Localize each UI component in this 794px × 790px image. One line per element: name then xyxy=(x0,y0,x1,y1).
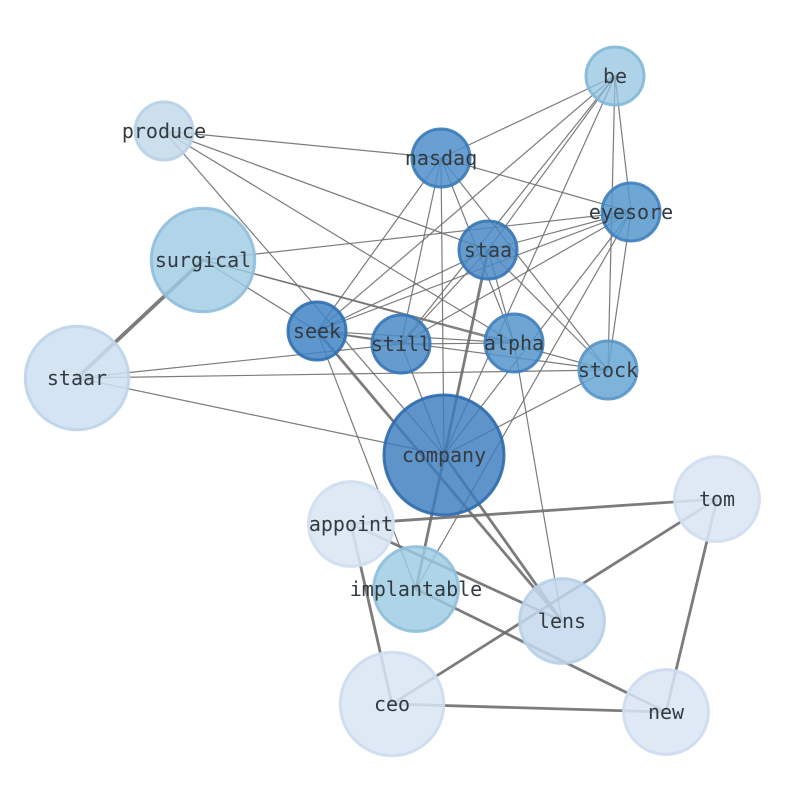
node-label-stock: stock xyxy=(578,358,638,382)
edge-nasdaq-eyesore xyxy=(440,157,632,213)
node-label-surgical: surgical xyxy=(155,248,251,272)
node-label-staar: staar xyxy=(47,366,107,390)
node-nasdaq[interactable]: nasdaq xyxy=(405,127,477,189)
node-circle-alpha xyxy=(483,312,545,374)
node-circle-produce xyxy=(133,100,195,162)
node-label-nasdaq: nasdaq xyxy=(405,146,477,170)
edge-produce-company xyxy=(163,130,445,456)
node-circle-tom xyxy=(673,455,761,543)
node-eyesore[interactable]: eyesore xyxy=(589,181,673,243)
node-implantable[interactable]: implantable xyxy=(350,545,482,633)
node-label-alpha: alpha xyxy=(484,331,544,355)
edge-be-staa xyxy=(487,75,616,251)
edge-nasdaq-still xyxy=(400,157,442,345)
node-ceo[interactable]: ceo xyxy=(338,650,446,758)
node-staar[interactable]: staar xyxy=(23,324,131,432)
edge-be-seek xyxy=(316,75,616,332)
node-label-appoint: appoint xyxy=(309,512,393,536)
node-label-new: new xyxy=(648,700,685,724)
node-label-be: be xyxy=(603,64,627,88)
node-circle-staar xyxy=(23,324,131,432)
node-tom[interactable]: tom xyxy=(673,455,761,543)
node-circle-seek xyxy=(286,300,348,362)
edge-nasdaq-stock xyxy=(440,157,609,371)
node-circle-surgical xyxy=(149,206,257,314)
node-circle-new xyxy=(622,668,710,756)
edge-still-staar xyxy=(76,343,402,379)
node-layer: be produce nasdaq eyesore staa surgical seek st… xyxy=(23,45,761,758)
node-label-produce: produce xyxy=(122,119,206,143)
edge-be-still xyxy=(400,75,616,345)
node-label-tom: tom xyxy=(699,487,735,511)
edge-tom-appoint xyxy=(349,497,719,526)
node-label-still: still xyxy=(371,332,431,356)
node-circle-still xyxy=(370,313,432,375)
node-label-lens: lens xyxy=(538,609,586,633)
node-label-company: company xyxy=(402,443,486,467)
node-circle-appoint xyxy=(307,480,395,568)
node-company[interactable]: company xyxy=(382,393,506,517)
edge-produce-alpha xyxy=(163,130,515,344)
node-circle-ceo xyxy=(338,650,446,758)
node-circle-be xyxy=(584,45,646,107)
edge-staar-company xyxy=(76,377,445,456)
node-circle-nasdaq xyxy=(410,127,472,189)
edge-eyesore-surgical xyxy=(202,211,632,261)
edge-nasdaq-seek xyxy=(316,157,442,332)
node-circle-staa xyxy=(457,219,519,281)
edge-produce-nasdaq xyxy=(163,130,442,159)
node-staa[interactable]: staa xyxy=(457,219,519,281)
edge-seek-stock xyxy=(316,330,609,371)
node-label-seek: seek xyxy=(293,319,341,343)
node-label-staa: staa xyxy=(464,238,512,262)
node-lens[interactable]: lens xyxy=(518,577,606,665)
edge-be-company xyxy=(443,75,616,456)
node-label-ceo: ceo xyxy=(374,692,410,716)
edge-alpha-lens xyxy=(513,342,563,622)
edge-staa-seek xyxy=(316,249,489,332)
node-stock[interactable]: stock xyxy=(577,339,639,401)
node-circle-lens xyxy=(518,577,606,665)
node-circle-stock xyxy=(577,339,639,401)
node-label-implantable: implantable xyxy=(350,577,482,601)
node-circle-eyesore xyxy=(600,181,662,243)
node-appoint[interactable]: appoint xyxy=(307,480,395,568)
node-produce[interactable]: produce xyxy=(122,100,206,162)
edge-be-nasdaq xyxy=(440,75,616,159)
node-alpha[interactable]: alpha xyxy=(483,312,545,374)
node-new[interactable]: new xyxy=(622,668,710,756)
node-circle-implantable xyxy=(372,545,460,633)
edge-stock-staar xyxy=(76,369,609,379)
node-surgical[interactable]: surgical xyxy=(149,206,257,314)
node-still[interactable]: still xyxy=(370,313,432,375)
node-seek[interactable]: seek xyxy=(286,300,348,362)
node-be[interactable]: be xyxy=(584,45,646,107)
edge-produce-staa xyxy=(163,130,489,251)
node-label-eyesore: eyesore xyxy=(589,200,673,224)
node-circle-company xyxy=(382,393,506,517)
